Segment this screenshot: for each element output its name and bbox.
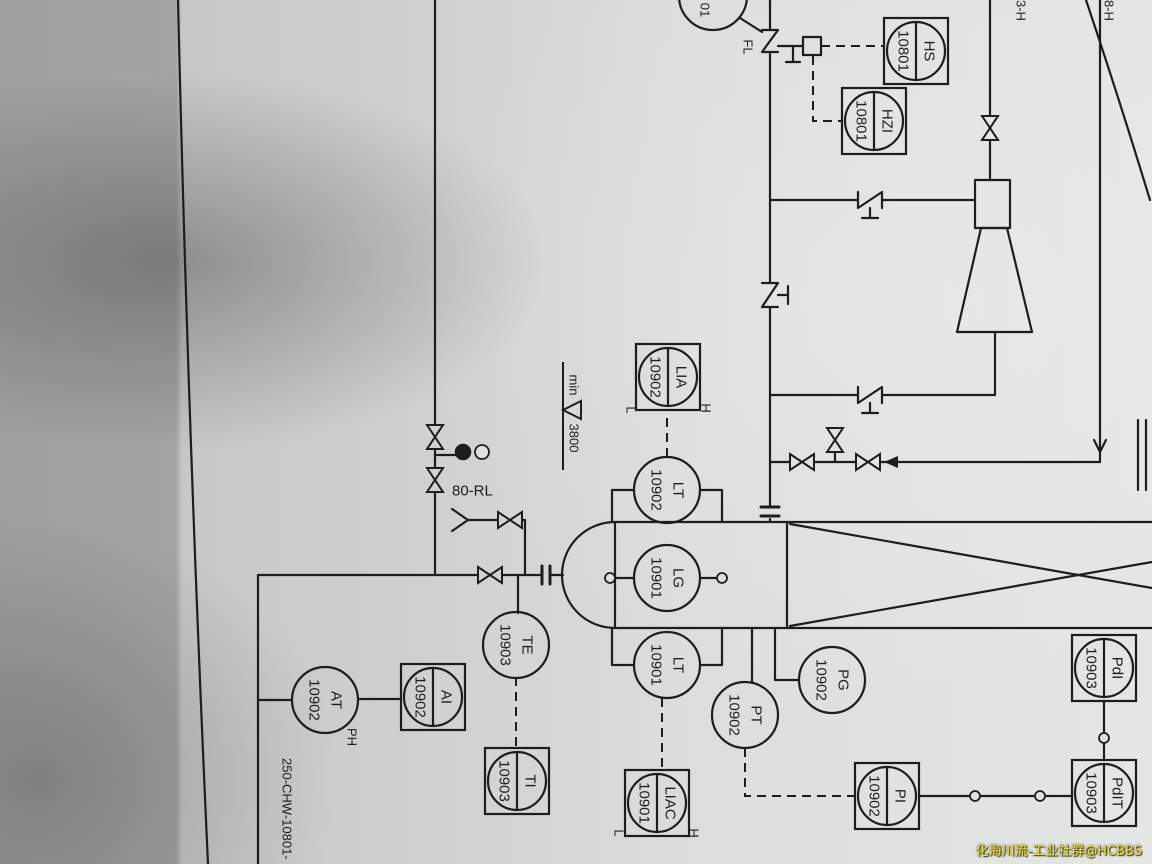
line-number-top-a: 3-H [1014,0,1029,21]
instrument-tag-number: 10902 [412,676,429,718]
instrument-pdit-10903: PdIT 10903 [1070,758,1138,828]
instrument-process-connections [256,488,1106,798]
level-triangle-icon [560,399,582,421]
instrument-hs-10801: HS 10801 [882,16,950,86]
signal-node [1034,790,1046,802]
alarm-high-label: H [699,403,714,412]
analyzer-ph-note: PH [345,728,360,746]
instrument-lt-10902: LT 10902 [632,455,702,525]
solenoid-actuator [801,35,823,57]
instrument-pt-10902: PT 10902 [710,680,780,750]
gate-valve-drain [497,511,523,529]
instrument-tag-number: 10903 [497,624,514,666]
gate-valve-lower [426,467,444,493]
instrument-function-label: AT [328,691,345,709]
instrument-function-label: AI [438,690,455,704]
alarm-low-label: L [612,829,627,836]
instrument-function-label: PdIT [1109,777,1126,809]
instrument-ai-10902: AI 10902 [399,662,467,732]
instrument-tag-number: 10903 [496,760,513,802]
flow-arrow-left [884,456,898,468]
check-valve-branch-lower [856,385,884,415]
line-number-80-rl: 80-RL [452,483,493,500]
flow-arrow-down [1092,438,1108,454]
instrument-function-label: LT [670,482,687,498]
line-number-250-chw: 250-CHW-10801- [280,758,295,860]
instrument-tag-number: 01 [698,3,713,17]
instrument-tag-number: 10902 [647,356,664,398]
forum-watermark: 化海川流-工业社群@HCBBS [975,844,1142,859]
horizontal-vessel [560,520,1152,630]
instrument-function-label: PT [748,705,765,724]
instrument-function-label: LIAC [662,786,679,820]
instrument-tag-number: 10902 [813,659,830,701]
instrument-tag-number: 10902 [726,694,743,736]
instrument-at-10902: AT 10902 [290,665,360,735]
instrument-lia-10902: LIA 10902 [634,342,702,412]
alarm-high-label: H [687,828,702,837]
instrument-tag-number: 10901 [648,644,665,686]
instrument-lg-10901: LG 10901 [632,543,702,613]
signal-node [1098,732,1110,744]
instrument-function-label: LG [670,568,687,588]
sheet-frame-lines [176,0,1152,864]
gate-valve-vent [826,427,844,453]
gauge-glass-connection [604,572,616,584]
instrument-function-label: PI [892,789,909,803]
instrument-pdi-10903: PdI 10903 [1070,633,1138,703]
check-valve-branch-upper [856,190,884,220]
gauge-glass-connection [716,572,728,584]
instrument-tag-number: 10903 [1083,772,1100,814]
instrument-tag-number: 10902 [648,469,665,511]
instrument-tag-number: 10801 [895,30,912,72]
dashed-signal-lines [515,45,884,797]
flange-inlet [540,564,552,586]
instrument-lt-10901: LT 10901 [632,630,702,700]
instrument-function-label: HZI [879,109,896,133]
gate-valve-inlet [477,566,503,584]
instrument-function-label: TI [522,774,539,787]
valve-fl-label: FL [741,39,756,54]
instrument-function-label: LIA [673,366,690,389]
gate-valve-upper [426,424,444,450]
signal-node [969,790,981,802]
ejector [955,178,1034,334]
instrument-tag-number: 10902 [306,679,323,721]
gate-valve-return-1 [789,453,815,471]
instrument-function-label: HS [921,41,938,62]
instrument-liac-10901: LIAC 10901 [623,768,691,838]
instrument-function-label: TE [519,635,536,654]
sample-point-closed [454,443,472,461]
instrument-function-label: PdI [1109,657,1126,680]
min-level-marker: min 3800 [560,362,582,470]
instrument-pg-10902: PG 10902 [797,645,867,715]
instrument-tag-number: 10901 [636,782,653,824]
gate-valve-return-2 [855,453,881,471]
instrument-tag-number: 10903 [1083,647,1100,689]
instrument-ti-10903: TI 10903 [483,746,551,816]
instrument-function-label: PG [835,669,852,691]
check-valve-fl [760,28,805,64]
level-min-label: min [567,375,582,396]
instrument-tag-number: 10801 [853,100,870,142]
check-valve-main [760,281,790,309]
line-number-top-b: 8-H [1102,0,1117,21]
instrument-te-10903: TE 10903 [481,610,551,680]
instrument-partial-top: 01 [678,0,748,32]
flange-top-nozzle [759,505,781,518]
process-piping [256,0,1148,864]
instrument-function-label: LT [670,657,687,673]
instrument-pi-10902: PI 10902 [853,761,921,831]
instrument-tag-number: 10901 [648,557,665,599]
sample-point-open [474,444,490,460]
alarm-low-label: L [624,406,639,413]
instrument-hzi-10801: HZI 10801 [840,86,908,156]
level-value-label: 3800 [567,424,582,453]
instrument-tag-number: 10902 [866,775,883,817]
gate-valve-ejector-feed [981,115,999,141]
